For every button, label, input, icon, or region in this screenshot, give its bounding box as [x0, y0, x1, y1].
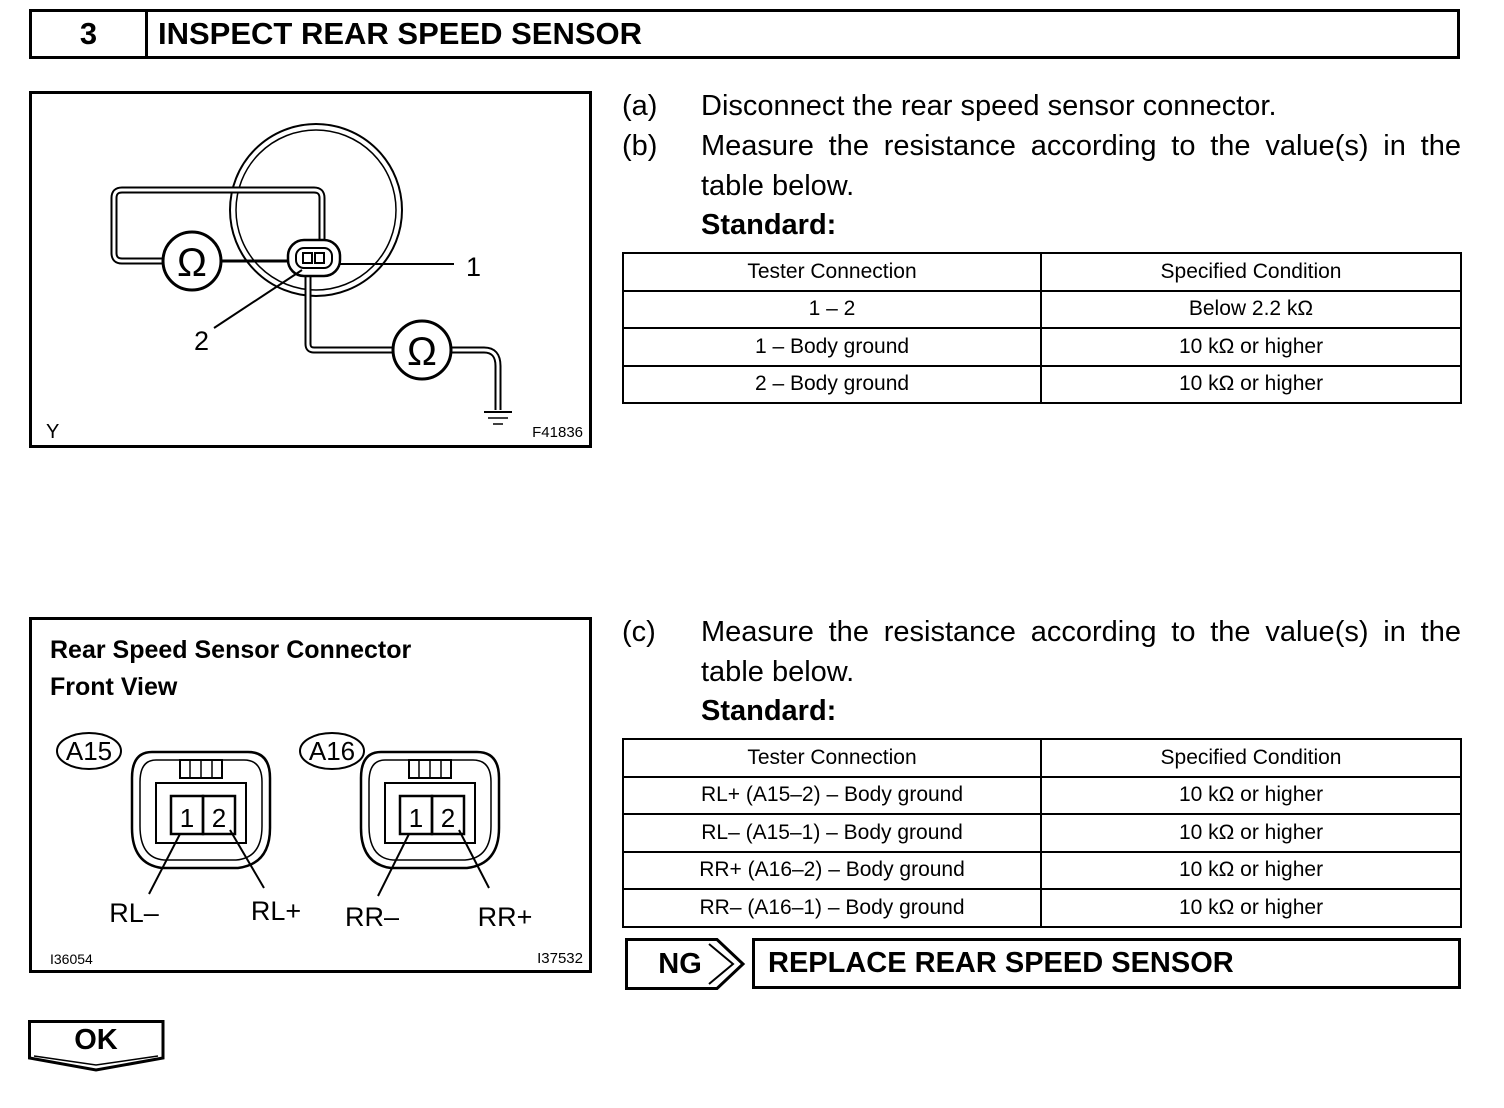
sensor-ohmmeter-diagram: Ω Ω 1 2 [110, 123, 512, 425]
resistance-measurement-figure: Ω Ω 1 2 Y F41836 [29, 91, 592, 448]
table-header: Tester Connection [621, 252, 1043, 292]
spec-table-2: Tester Connection Specified Condition RL… [621, 738, 1462, 928]
ground-symbol [484, 411, 512, 425]
table-row: 1 – Body ground 10 kΩ or higher [621, 327, 1462, 367]
ok-arrow-icon [28, 1020, 165, 1072]
figure-corner-label: Y [46, 421, 60, 443]
connector-front-view-figure: Rear Speed Sensor Connector Front View A… [29, 617, 592, 973]
callout-line-2 [213, 269, 303, 329]
step-b-text-line2: table below. [701, 170, 855, 202]
step-b-label: (b) [622, 130, 658, 162]
step-c-text-line1: Measure the resistance according to the … [701, 616, 1461, 648]
connector-diagram: A15 1 2 RL– RL+ A16 [56, 732, 533, 932]
meter-lead-2 [304, 266, 392, 354]
ng-arrow-icon [625, 938, 746, 990]
ground-lead [452, 346, 502, 410]
spec-table-1: Tester Connection Specified Condition 1 … [621, 252, 1462, 404]
table-cell: RR+ (A16–2) – Body ground [621, 850, 1043, 890]
step-c: (c) Measure the resistance according to … [622, 612, 1462, 692]
ng-badge: NG [625, 938, 747, 990]
step-header: 3 INSPECT REAR SPEED SENSOR [29, 9, 1460, 59]
table-header-row: Tester Connection Specified Condition [621, 252, 1462, 292]
table-row: RR– (A16–1) – Body ground 10 kΩ or highe… [621, 888, 1462, 928]
ng-label: NG [658, 947, 702, 980]
step-number: 3 [32, 12, 148, 56]
ohmmeter-left [161, 230, 223, 292]
table-row: RL– (A15–1) – Body ground 10 kΩ or highe… [621, 813, 1462, 853]
table-cell: RL+ (A15–2) – Body ground [621, 775, 1043, 815]
table-cell: RL– (A15–1) – Body ground [621, 813, 1043, 853]
pin-2 [430, 794, 466, 836]
connector-a15: A15 1 2 RL– RL+ [56, 732, 301, 928]
table-header: Specified Condition [1040, 738, 1462, 778]
table-header: Specified Condition [1040, 252, 1462, 292]
table-cell: 10 kΩ or higher [1040, 850, 1462, 890]
ohm-icon: Ω [407, 330, 437, 374]
connector-id-bubble [299, 732, 365, 770]
table-row: RL+ (A15–2) – Body ground 10 kΩ or highe… [621, 775, 1462, 815]
figure-code: I37532 [537, 950, 583, 967]
callout-2: 2 [194, 326, 209, 356]
figure-title-line2: Front View [50, 673, 178, 701]
table-header-row: Tester Connection Specified Condition [621, 738, 1462, 778]
connector-id-bubble [56, 732, 122, 770]
figure-code: F41836 [532, 424, 583, 441]
standard-label: Standard: [701, 209, 837, 241]
step-c-text-line2: table below. [701, 656, 855, 688]
pin-2 [201, 794, 237, 836]
figure-title: Rear Speed Sensor Connector Front View [50, 632, 411, 706]
table-header: Tester Connection [621, 738, 1043, 778]
connector-id: A15 [66, 736, 112, 766]
table-cell: 10 kΩ or higher [1040, 888, 1462, 928]
step-c-label: (c) [622, 616, 656, 648]
sensor-connector [286, 238, 342, 278]
pin-1-label: 1 [409, 803, 423, 833]
step-a-text: Disconnect the rear speed sensor connect… [701, 90, 1277, 122]
pin-signal-label: RL+ [251, 896, 301, 926]
ohmmeter-right [391, 319, 453, 381]
pin-2-label: 2 [212, 803, 226, 833]
pin-signal-label: RR– [345, 902, 399, 932]
step-title: INSPECT REAR SPEED SENSOR [158, 16, 643, 51]
callout-1: 1 [466, 252, 481, 282]
pin-1-label: 1 [180, 803, 194, 833]
ok-label: OK [74, 1024, 118, 1056]
table-cell: 10 kΩ or higher [1040, 775, 1462, 815]
step-a-label: (a) [622, 90, 658, 122]
table-row: RR+ (A16–2) – Body ground 10 kΩ or highe… [621, 850, 1462, 890]
table-cell: 1 – 2 [621, 289, 1043, 329]
table-row: 2 – Body ground 10 kΩ or higher [621, 364, 1462, 404]
table-cell: RR– (A16–1) – Body ground [621, 888, 1043, 928]
step-b: (b) Measure the resistance according to … [622, 126, 1462, 206]
standard-label: Standard: [701, 695, 837, 727]
pin-signal-label: RR+ [478, 902, 533, 932]
table-row: 1 – 2 Below 2.2 kΩ [621, 289, 1462, 329]
table-cell: 10 kΩ or higher [1040, 364, 1462, 404]
connector-a16: A16 1 2 RR– RR+ [299, 732, 533, 932]
table-cell: 10 kΩ or higher [1040, 813, 1462, 853]
figure-title-line1: Rear Speed Sensor Connector [50, 636, 412, 664]
figure-code: I36054 [50, 951, 93, 967]
pin-signal-label: RL– [109, 898, 159, 928]
pin-2-label: 2 [441, 803, 455, 833]
table-cell: 10 kΩ or higher [1040, 327, 1462, 367]
sensor-housing-outer [229, 123, 403, 297]
connector-id: A16 [309, 736, 355, 766]
ng-action-box: REPLACE REAR SPEED SENSOR [752, 938, 1461, 989]
table-cell: Below 2.2 kΩ [1040, 289, 1462, 329]
step-b-text-line1: Measure the resistance according to the … [701, 130, 1461, 162]
ohm-icon: Ω [177, 241, 207, 285]
sensor-housing-inner [235, 129, 397, 291]
step-a: (a) Disconnect the rear speed sensor con… [622, 86, 1462, 126]
table-cell: 2 – Body ground [621, 364, 1043, 404]
ok-badge: OK [28, 1020, 166, 1072]
table-cell: 1 – Body ground [621, 327, 1043, 367]
